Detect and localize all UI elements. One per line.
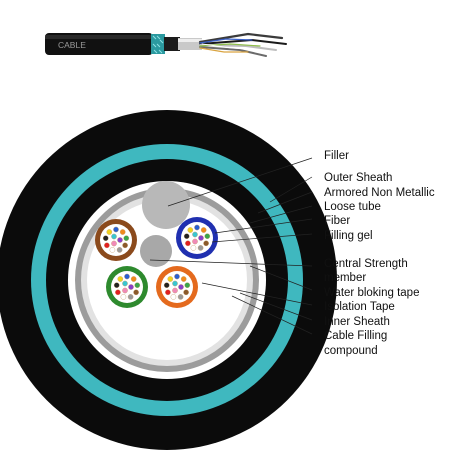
fiber [163,282,170,289]
label-inner-sheath: Inner Sheath [324,316,390,328]
leader-loose-tube [249,205,313,224]
fiber [113,282,120,289]
fiber [165,289,171,296]
leader-water-blocking [249,265,313,291]
fiber [185,240,191,247]
label-cable-filling-1: Cable Filling [324,330,387,342]
leader-armored [257,191,313,214]
cable-jacket-highlight [45,35,153,39]
leader-inner-sheath [239,292,313,321]
fiber [177,294,184,300]
leader-isolation-tape [201,282,313,306]
fiber [183,289,189,296]
cable-print-text: CABLE [58,40,86,50]
fiber [102,235,109,241]
fiber [134,282,141,289]
fiber [203,240,209,247]
fiber [115,289,121,296]
fiber [190,245,197,251]
fiber [113,226,119,233]
fiber [106,229,113,235]
fiber [117,237,123,243]
fiber [200,227,207,233]
label-central-strength-2: member [324,272,366,284]
label-filler: Filler [324,150,349,162]
fiber [133,289,139,296]
leader-lines [149,157,313,335]
fiber [170,294,177,300]
label-filling-gel: Filling gel [324,230,373,242]
fiber [187,227,194,233]
fiber [130,276,137,282]
fiber [167,276,174,282]
loose-tube-brown [95,219,137,261]
fiber [178,284,184,290]
label-water-blocking: Water bloking tape [324,287,419,299]
fiber [117,276,124,282]
filler-element [142,181,190,229]
loose-tube-orange [156,266,198,308]
fiber [183,233,190,239]
fiber [120,294,127,300]
label-loose-tube: Loose tube [324,201,381,213]
fiber [119,229,126,235]
cable-inner-sheath [164,37,180,51]
fiber [116,247,123,253]
fiber [204,233,211,239]
fiber [111,240,117,247]
fiber [192,238,198,245]
fiber [122,287,128,294]
fiber [198,235,204,241]
leader-filler [167,157,313,207]
fiber [172,280,178,287]
label-armored: Armored Non Metallic [324,187,435,199]
fiber [197,245,204,251]
fiber [127,294,134,300]
label-fiber: Fiber [324,215,350,227]
cable-side-view: CABLE [45,32,287,57]
leader-cable-filling [231,295,313,335]
leader-outer-sheath [269,176,313,203]
fiber [192,231,198,238]
fiber [172,287,178,294]
cable-armor-band [151,34,165,54]
central-strength-member [140,235,172,267]
label-cable-filling-2: compound [324,345,378,357]
fiber [128,284,134,290]
fiber [109,247,116,253]
label-central-strength-1: Central Strength [324,258,408,270]
cable-cross-section [0,110,337,450]
fiber [123,235,130,241]
label-isolation-tape: Isolation Tape [324,301,395,313]
fiber [174,273,180,280]
fiber [180,276,187,282]
fiber [122,280,128,287]
cable-loose-tubes-fanout [198,32,287,57]
fiber [124,273,130,280]
fiber [184,282,191,289]
leader-central-strength [149,259,313,267]
loose-tube-blue [176,217,218,259]
leader-fiber [214,218,313,234]
loose-tube-green [106,266,148,308]
fiber [111,233,117,240]
labels: Filler Outer Sheath Armored Non Metallic… [324,150,435,357]
label-outer-sheath: Outer Sheath [324,172,392,184]
fiber [122,242,128,249]
fiber [104,242,110,249]
fiber [194,224,200,231]
leader-filling-gel [211,233,313,243]
